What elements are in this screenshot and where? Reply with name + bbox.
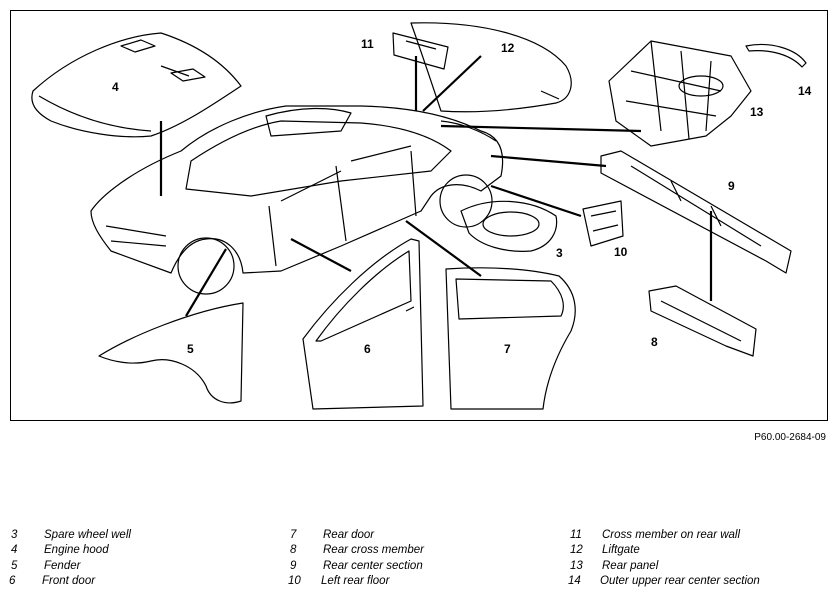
outer-upper-rear-center-shape [745, 43, 807, 68]
legend-label: Rear center section [323, 560, 423, 572]
callout-8: 8 [651, 335, 658, 349]
callout-5: 5 [187, 342, 194, 356]
legend-label: Left rear floor [321, 575, 390, 587]
callout-14: 14 [798, 84, 812, 98]
callout-4: 4 [112, 80, 119, 94]
legend-number: 13 [570, 560, 583, 572]
front-door-shape [302, 238, 424, 410]
rear-panel-shape [608, 40, 752, 147]
legend-label: Rear cross member [323, 544, 424, 556]
legend-label: Spare wheel well [44, 529, 131, 541]
legend-number: 8 [290, 544, 297, 556]
callout-11: 11 [361, 37, 374, 51]
body-shell-shape [90, 105, 504, 295]
rear-center-section-shape [600, 150, 792, 274]
figure-id: P60.00-2684-09 [754, 432, 826, 443]
legend-label: Engine hood [44, 544, 109, 556]
legend-label: Liftgate [602, 544, 640, 556]
legend-number: 4 [11, 544, 18, 556]
body-parts-drawing [31, 22, 807, 410]
exploded-body-diagram: 4 11 12 13 14 9 3 10 5 6 7 8 [10, 10, 828, 421]
engine-hood-shape [31, 32, 242, 138]
left-rear-floor-shape [582, 200, 624, 247]
fender-shape [98, 302, 244, 404]
rear-door-shape [445, 267, 576, 410]
liftgate-shape [410, 22, 572, 113]
legend-number: 9 [290, 560, 297, 572]
legend-number: 6 [9, 575, 16, 587]
legend-number: 7 [290, 529, 297, 541]
legend-number: 10 [288, 575, 301, 587]
rear-cross-member-shape [648, 285, 757, 357]
spare-wheel-well-shape [460, 200, 558, 252]
legend-number: 11 [570, 529, 582, 541]
legend-label: Front door [42, 575, 96, 587]
callout-7: 7 [504, 342, 511, 356]
legend-number: 14 [568, 575, 581, 587]
legend-label: Fender [44, 560, 81, 572]
callout-6: 6 [364, 342, 371, 356]
cross-member-rear-wall-shape [392, 32, 449, 70]
legend-number: 5 [11, 560, 18, 572]
legend-number: 12 [570, 544, 583, 556]
leader-lines [159, 55, 713, 317]
legend-label: Rear door [323, 529, 375, 541]
callout-12: 12 [501, 41, 515, 55]
callout-13: 13 [750, 105, 764, 119]
legend-number: 3 [11, 529, 18, 541]
callout-3: 3 [556, 246, 563, 260]
legend-label: Rear panel [602, 560, 659, 572]
legend-label: Outer upper rear center section [600, 575, 760, 587]
callout-10: 10 [614, 245, 628, 259]
legend-label: Cross member on rear wall [602, 529, 741, 541]
callout-9: 9 [728, 179, 735, 193]
